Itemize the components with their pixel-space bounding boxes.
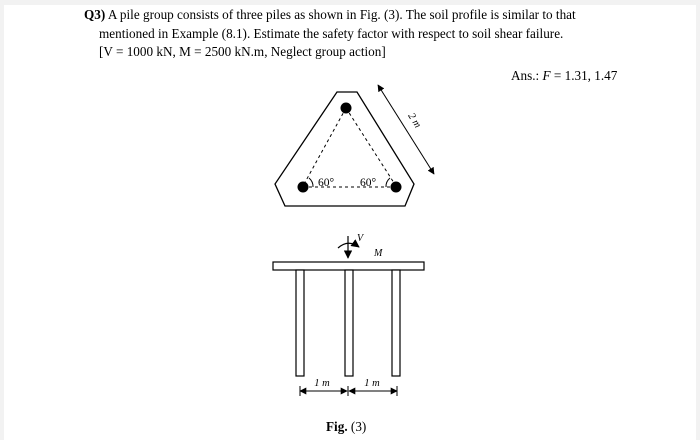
pile-bottom-left xyxy=(297,181,309,193)
pile-bottom-right xyxy=(390,181,402,193)
answer-values: = 1.31, 1.47 xyxy=(550,68,618,83)
dim-label-left: 1 m xyxy=(314,378,330,389)
triangle-side-left xyxy=(302,107,347,187)
question-line-1-text: A pile group consists of three piles as … xyxy=(107,7,576,22)
caption-number: (3) xyxy=(347,419,367,434)
question-line-1: Q3) A pile group consists of three piles… xyxy=(84,6,644,25)
pile-cap-outline xyxy=(274,91,415,207)
elevation-view: V M 1 m 1 m xyxy=(272,233,425,396)
pile-right xyxy=(391,269,401,377)
pile-cap-slab xyxy=(272,261,425,271)
pile-left xyxy=(295,269,305,377)
angle-arc-right xyxy=(385,177,391,188)
pile-middle xyxy=(344,269,354,377)
pile-top xyxy=(340,102,352,114)
plan-view: 60° 60° 2 m xyxy=(274,84,435,207)
moment-label: M xyxy=(373,248,383,259)
right-edge xyxy=(696,0,700,440)
triangle-side-right xyxy=(345,107,397,187)
question-line-3: [V = 1000 kN, M = 2500 kN.m, Neglect gro… xyxy=(99,44,386,59)
side-dimension-line xyxy=(377,84,435,175)
top-edge xyxy=(0,0,700,5)
figure-caption: Fig. (3) xyxy=(326,419,366,435)
load-label: V xyxy=(357,233,365,244)
angle-label-right: 60° xyxy=(360,177,377,189)
answer: Ans.: F = 1.31, 1.47 xyxy=(511,68,617,84)
angle-label-left: 60° xyxy=(318,177,335,189)
left-edge xyxy=(0,0,4,440)
moment-arrow xyxy=(337,239,360,249)
answer-prefix: Ans.: xyxy=(511,68,543,83)
question-text: Q3) A pile group consists of three piles… xyxy=(84,6,644,62)
question-number: Q3) xyxy=(84,7,106,22)
angle-arc-left xyxy=(308,177,314,188)
side-dimension-label: 2 m xyxy=(405,111,423,130)
caption-label: Fig. xyxy=(326,419,348,434)
dim-label-right: 1 m xyxy=(364,378,380,389)
question-line-2: mentioned in Example (8.1). Estimate the… xyxy=(99,25,564,41)
answer-variable: F xyxy=(542,68,551,83)
